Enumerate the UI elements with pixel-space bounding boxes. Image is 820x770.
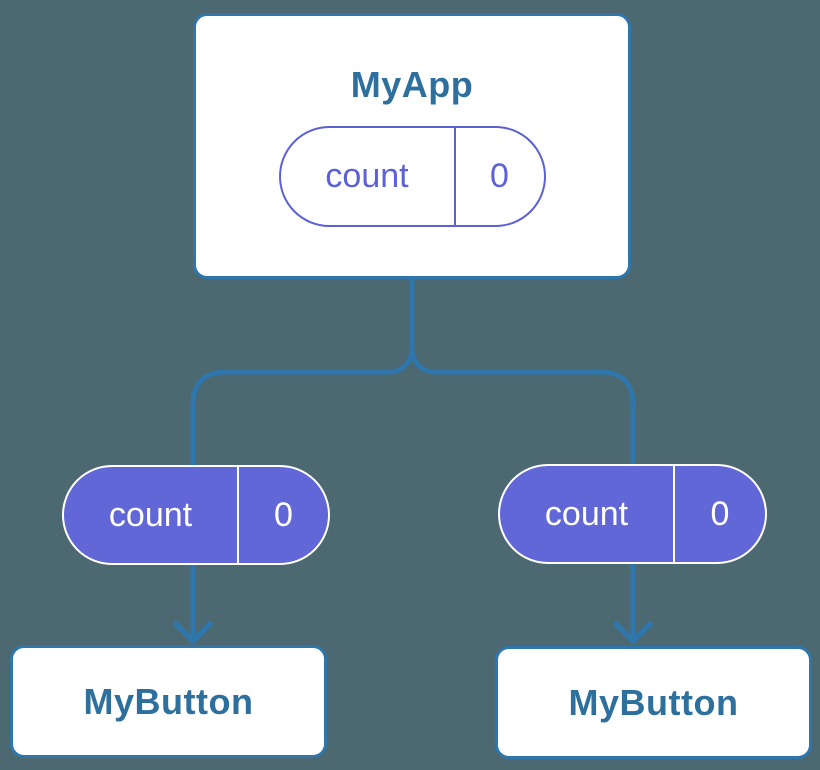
node-mybutton-right-title: MyButton — [568, 681, 739, 723]
arrowhead-left-icon — [173, 621, 213, 644]
connector-root-to-right-child — [409, 279, 636, 640]
node-myapp: MyApp count 0 — [193, 13, 631, 279]
node-mybutton-left-title: MyButton — [83, 680, 254, 722]
state-pill-value: 0 — [453, 128, 544, 226]
prop-pill-left: count 0 — [62, 465, 330, 565]
node-myapp-title: MyApp — [350, 63, 474, 105]
prop-pill-right: count 0 — [498, 464, 767, 564]
prop-pill-left-value: 0 — [237, 467, 328, 563]
prop-pill-right-value: 0 — [673, 466, 765, 562]
prop-pill-right-label: count — [544, 494, 629, 533]
myapp-state-pill: count 0 — [278, 126, 546, 228]
prop-pill-left-label: count — [108, 495, 193, 534]
node-mybutton-right: MyButton — [495, 646, 812, 759]
arrowhead-right-icon — [613, 621, 653, 644]
node-mybutton-left: MyButton — [10, 645, 327, 758]
state-pill-label: count — [325, 157, 409, 196]
connector-root-to-left-child — [190, 279, 415, 640]
